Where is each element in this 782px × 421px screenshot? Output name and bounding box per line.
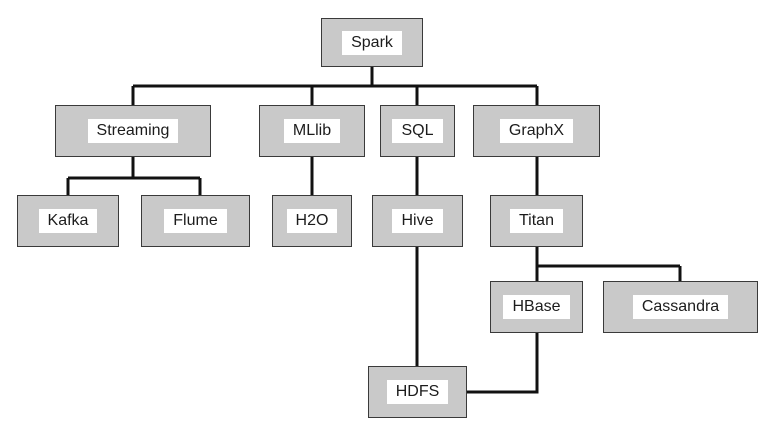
node-titan: Titan: [490, 195, 583, 247]
node-label: HBase: [503, 295, 570, 319]
node-spark: Spark: [321, 18, 423, 67]
node-hive: Hive: [372, 195, 463, 247]
node-kafka: Kafka: [17, 195, 119, 247]
node-label: HDFS: [386, 380, 449, 404]
node-label: Kafka: [38, 209, 98, 233]
edge-titan-to-hbase-cassandra: [535, 247, 682, 281]
node-label: H2O: [286, 209, 338, 233]
node-label: Cassandra: [632, 295, 729, 319]
node-label: SQL: [392, 119, 443, 143]
node-cassandra: Cassandra: [603, 281, 758, 333]
edge-spark-to-children: [131, 67, 539, 105]
node-label: Titan: [510, 209, 563, 233]
node-label: MLlib: [283, 119, 341, 143]
edge-streaming-to-kafka-flume: [66, 157, 202, 195]
node-label: GraphX: [499, 119, 574, 143]
node-graphx: GraphX: [473, 105, 600, 157]
node-label: Spark: [342, 30, 402, 55]
node-mllib: MLlib: [259, 105, 365, 157]
node-label: Streaming: [87, 119, 179, 143]
node-label: Hive: [392, 209, 443, 233]
node-flume: Flume: [141, 195, 250, 247]
node-streaming: Streaming: [55, 105, 211, 157]
node-h2o: H2O: [272, 195, 352, 247]
edge-hbase-to-hdfs: [467, 333, 539, 394]
node-label: Flume: [164, 209, 227, 233]
node-hbase: HBase: [490, 281, 583, 333]
node-sql: SQL: [380, 105, 455, 157]
node-hdfs: HDFS: [368, 366, 467, 418]
